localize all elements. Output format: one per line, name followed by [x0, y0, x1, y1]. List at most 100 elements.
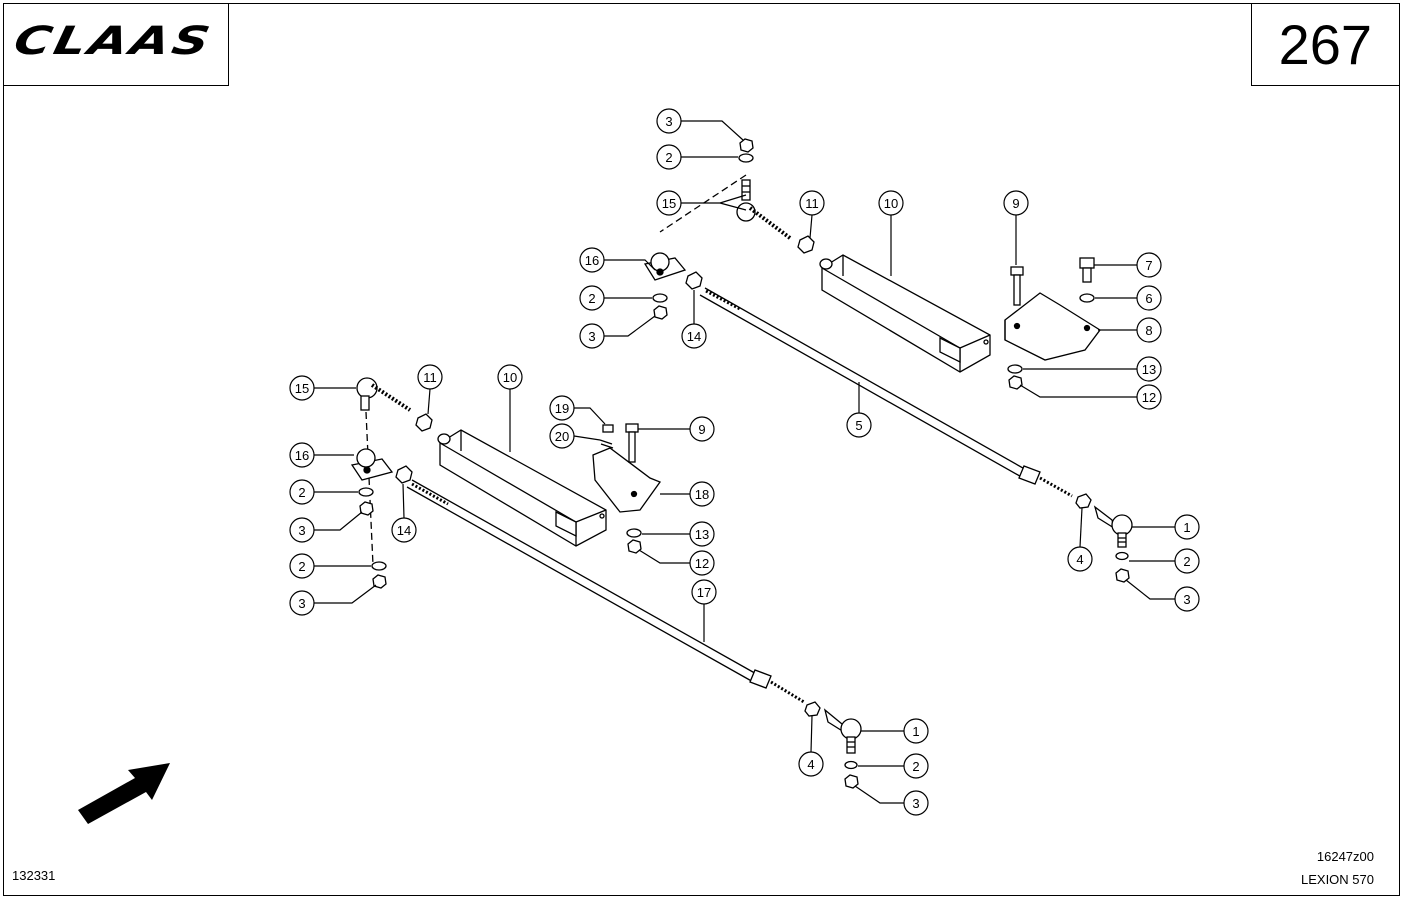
callout-upper-12: 12: [1019, 384, 1162, 410]
upper-washer-2a: [738, 153, 754, 163]
upper-actuator-cylinder: [819, 254, 991, 373]
svg-text:9: 9: [1012, 196, 1019, 211]
drawing-frame: [3, 3, 1400, 896]
svg-text:2: 2: [298, 559, 305, 574]
svg-text:9: 9: [698, 422, 705, 437]
page-number-box: 267: [1251, 3, 1400, 86]
svg-text:2: 2: [665, 150, 672, 165]
reference-number: 132331: [12, 868, 56, 883]
page-number: 267: [1278, 13, 1372, 76]
callout-upper-11: 11: [799, 190, 825, 239]
upper-bracket-16: [643, 252, 687, 281]
callout-lower-1: 1: [861, 718, 929, 744]
model-name: LEXION 570: [1301, 872, 1374, 887]
lower-clip-19: [602, 424, 614, 433]
upper-ball-joint-1: [1093, 505, 1133, 548]
lower-nut-3c: [844, 774, 859, 789]
svg-text:8: 8: [1145, 323, 1152, 338]
lower-rod-end-15: [356, 377, 412, 412]
upper-washer-2c: [1115, 551, 1129, 561]
callout-upper-2c: 2: [1129, 548, 1200, 574]
callout-lower-3b: 3: [289, 584, 377, 616]
logo-box: CLAAS: [3, 3, 229, 86]
lower-washer-2b: [371, 561, 387, 571]
svg-text:1: 1: [912, 724, 919, 739]
callout-upper-2a: 2: [656, 144, 738, 170]
callout-lower-14: 14: [391, 483, 417, 543]
svg-text:2: 2: [588, 291, 595, 306]
lower-assembly: [350, 377, 862, 789]
lower-washer-13: [626, 528, 642, 538]
callout-upper-8: 8: [1098, 317, 1162, 343]
svg-text:10: 10: [884, 196, 898, 211]
lower-mounting-plate-18: [592, 447, 662, 513]
direction-arrow-icon: [78, 763, 170, 824]
upper-nut-14: [685, 271, 703, 290]
upper-nut-3c: [1115, 568, 1130, 583]
callout-lower-11: 11: [417, 364, 443, 415]
svg-text:10: 10: [503, 370, 517, 385]
svg-text:18: 18: [695, 487, 709, 502]
svg-text:3: 3: [588, 329, 595, 344]
callout-lower-9: 9: [638, 416, 715, 442]
callout-upper-4: 4: [1067, 507, 1093, 572]
svg-text:7: 7: [1145, 258, 1152, 273]
svg-text:20: 20: [555, 429, 569, 444]
lower-nut-14: [395, 465, 413, 484]
callout-upper-3c: 3: [1125, 579, 1200, 612]
svg-text:3: 3: [298, 596, 305, 611]
svg-text:11: 11: [805, 196, 819, 211]
upper-nut-12: [1008, 375, 1023, 390]
callout-lower-3a: 3: [289, 511, 363, 543]
svg-text:3: 3: [665, 114, 672, 129]
upper-nut-3a: [739, 138, 754, 153]
callout-lower-13: 13: [642, 521, 715, 547]
upper-bolt-9: [1010, 266, 1024, 306]
upper-tie-rod: [699, 287, 1073, 498]
svg-text:3: 3: [912, 796, 919, 811]
svg-text:3: 3: [1183, 592, 1190, 607]
svg-text:16: 16: [585, 253, 599, 268]
callout-upper-13: 13: [1023, 356, 1162, 382]
upper-rod-end-15: [736, 179, 792, 240]
svg-text:4: 4: [1076, 552, 1083, 567]
svg-text:12: 12: [695, 556, 709, 571]
svg-text:14: 14: [687, 329, 701, 344]
callout-lower-3c: 3: [854, 785, 929, 816]
callout-lower-16: 16: [289, 442, 354, 468]
lower-tie-rod: [406, 479, 805, 704]
callout-upper-3a: 3: [656, 108, 744, 141]
upper-assembly: [643, 138, 1133, 583]
callout-upper-15: 15: [656, 190, 747, 216]
callout-lower-2c: 2: [858, 753, 929, 779]
svg-text:13: 13: [1142, 362, 1156, 377]
svg-text:16: 16: [295, 448, 309, 463]
callout-upper-2b: 2: [579, 285, 652, 311]
upper-mounting-plate-8: [1004, 292, 1101, 361]
svg-text:17: 17: [697, 585, 711, 600]
callout-lower-10: 10: [497, 364, 523, 452]
svg-text:14: 14: [397, 523, 411, 538]
callout-lower-18: 18: [660, 481, 715, 507]
callout-upper-14: 14: [681, 290, 707, 349]
svg-text:5: 5: [855, 418, 862, 433]
svg-text:4: 4: [807, 757, 814, 772]
callout-upper-3b: 3: [579, 315, 656, 349]
svg-text:13: 13: [695, 527, 709, 542]
callouts: 3 2 15 11 10 9 16 7 6 2 8 3 14 13 12 5 1…: [289, 108, 1200, 816]
callout-lower-2a: 2: [289, 479, 358, 505]
svg-text:11: 11: [423, 370, 437, 385]
callout-upper-9: 9: [1003, 190, 1029, 265]
svg-text:6: 6: [1145, 291, 1152, 306]
lower-nut-11: [415, 413, 433, 432]
callout-upper-6: 6: [1095, 285, 1162, 311]
svg-text:2: 2: [1183, 554, 1190, 569]
svg-text:15: 15: [295, 381, 309, 396]
upper-washer-6: [1079, 293, 1095, 303]
callout-upper-16: 16: [579, 247, 656, 273]
svg-text:15: 15: [662, 196, 676, 211]
callout-lower-12: 12: [638, 549, 715, 576]
callout-lower-17: 17: [691, 579, 717, 642]
upper-bolt-7: [1079, 257, 1095, 283]
